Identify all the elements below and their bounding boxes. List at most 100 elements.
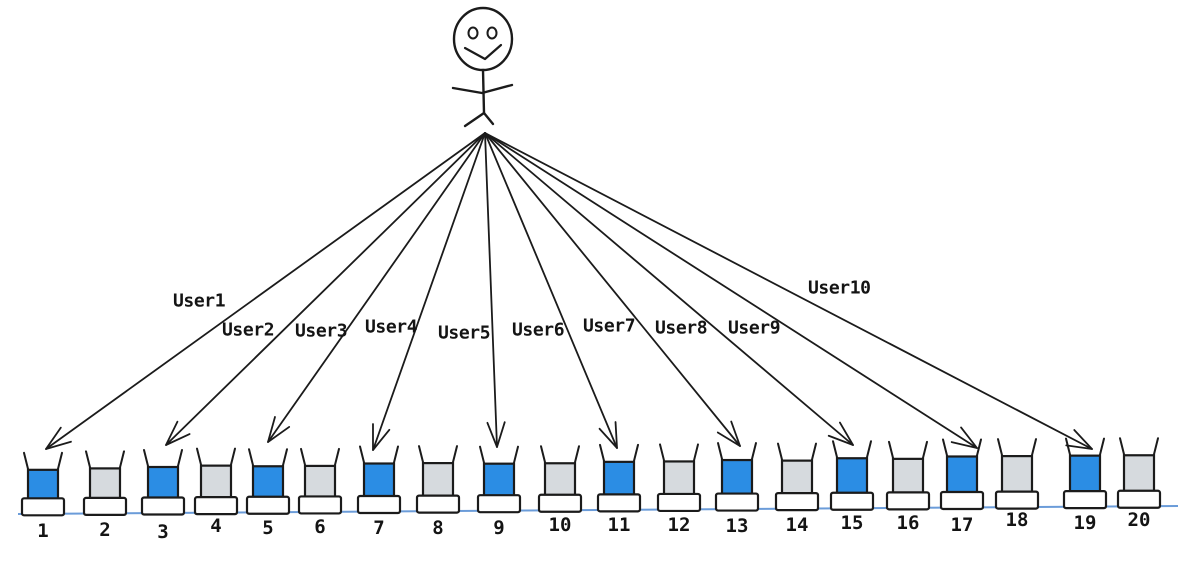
slot-antenna-right: [975, 438, 982, 459]
slot-number-label: 13: [725, 514, 749, 537]
slot-antenna-right: [632, 443, 639, 464]
arrowhead-icon: [45, 426, 72, 450]
slot-antenna-right: [750, 442, 757, 463]
slot-antenna-right: [333, 447, 340, 468]
slot-antenna-left: [1119, 437, 1126, 458]
slot-antenna-left: [143, 449, 150, 469]
slot-number-label: 14: [785, 514, 809, 537]
slot-body: [891, 457, 925, 496]
slot-base: [774, 492, 820, 512]
slot-body: [421, 462, 455, 500]
slot-body: [88, 467, 122, 502]
user-arrow-label: User8: [655, 317, 708, 339]
server-slot-10: [537, 445, 583, 513]
arrowhead-icon: [486, 421, 506, 448]
slot-antenna-right: [1030, 438, 1037, 459]
server-slot-15: [829, 440, 875, 511]
slot-antenna-left: [85, 450, 92, 471]
slot-number-label: 4: [210, 515, 222, 538]
server-slot-3: [140, 449, 186, 516]
figure-head-icon: [452, 6, 514, 72]
request-arrow-user3: [267, 132, 486, 443]
request-arrow-user1: [45, 132, 486, 450]
slot-body: [251, 465, 285, 501]
slot-body: [662, 460, 696, 498]
figure-mouth-icon: [463, 43, 503, 61]
slot-antenna-left: [1065, 437, 1072, 458]
request-arrow-user7: [484, 132, 741, 447]
slot-base: [245, 495, 291, 515]
arrow-shaft: [484, 132, 618, 449]
arrowhead-icon: [372, 423, 391, 451]
slot-number-label: 10: [548, 513, 572, 536]
slot-body: [482, 462, 516, 499]
slot-base: [1062, 490, 1108, 510]
arrowhead-icon: [716, 420, 741, 447]
server-slot-13: [714, 442, 760, 512]
arrow-shaft: [45, 132, 486, 450]
slot-base: [1116, 489, 1162, 509]
slot-antenna-right: [281, 448, 288, 469]
slot-antenna-right: [810, 442, 817, 463]
server-slot-4: [193, 447, 239, 516]
slot-body: [945, 455, 979, 496]
slot-body: [780, 459, 814, 497]
slot-number-label: 18: [1005, 508, 1029, 531]
slot-antenna-left: [479, 445, 486, 466]
arrow-shaft: [484, 132, 741, 447]
request-arrow-user4: [372, 132, 486, 451]
slot-body: [543, 462, 577, 499]
slot-antenna-left: [777, 442, 784, 463]
slot-number-label: 1: [37, 520, 49, 543]
server-slot-2: [82, 450, 128, 516]
slot-body: [1000, 455, 1034, 496]
server-slot-7: [356, 445, 402, 515]
request-arrow-user10: [484, 132, 1093, 450]
slot-antenna-right: [573, 445, 580, 466]
user-arrow-label: User1: [173, 290, 226, 312]
slot-antenna-left: [248, 448, 255, 469]
user-arrow-label: User3: [295, 320, 348, 342]
user-arrow-label: User2: [222, 319, 275, 341]
arrowhead-icon: [950, 426, 978, 449]
slot-antenna-left: [997, 438, 1004, 459]
slot-antenna-left: [717, 442, 724, 463]
server-slot-11: [596, 443, 642, 513]
slot-antenna-right: [1098, 437, 1105, 458]
slot-base: [140, 496, 186, 516]
server-slot-20: [1116, 437, 1162, 509]
slot-body: [362, 462, 396, 500]
user-arrow-label: User9: [728, 317, 781, 339]
arrowhead-icon: [165, 420, 191, 446]
server-slot-12: [656, 443, 702, 513]
slot-base: [193, 496, 239, 516]
slot-number-label: 17: [950, 513, 974, 536]
slot-number-label: 20: [1127, 508, 1151, 531]
slot-body: [720, 458, 754, 498]
request-arrow-user8: [484, 132, 854, 446]
slot-antenna-left: [540, 445, 547, 466]
slot-number-label: 9: [493, 517, 505, 540]
slot-body: [303, 464, 337, 501]
arrow-shaft: [484, 132, 498, 448]
arrow-shaft: [484, 132, 978, 449]
arrow-shaft: [372, 132, 486, 451]
slot-antenna-left: [599, 443, 606, 464]
arrow-shaft: [484, 132, 1093, 450]
server-slot-19: [1062, 437, 1108, 510]
slot-body: [835, 457, 869, 497]
slot-base: [714, 492, 760, 512]
server-slot-14: [774, 442, 820, 512]
slot-antenna-right: [692, 443, 699, 464]
slot-body: [26, 468, 60, 502]
figure-eye-left-icon: [467, 26, 479, 40]
slot-number-label: 16: [896, 512, 920, 535]
figure-eye-right-icon: [486, 26, 498, 40]
server-slot-6: [297, 447, 343, 515]
slot-number-label: 7: [373, 517, 385, 539]
user-arrow-label: User7: [583, 315, 636, 337]
slot-antenna-right: [1152, 437, 1159, 458]
slot-number-label: 8: [432, 516, 444, 539]
server-slot-9: [476, 445, 522, 514]
